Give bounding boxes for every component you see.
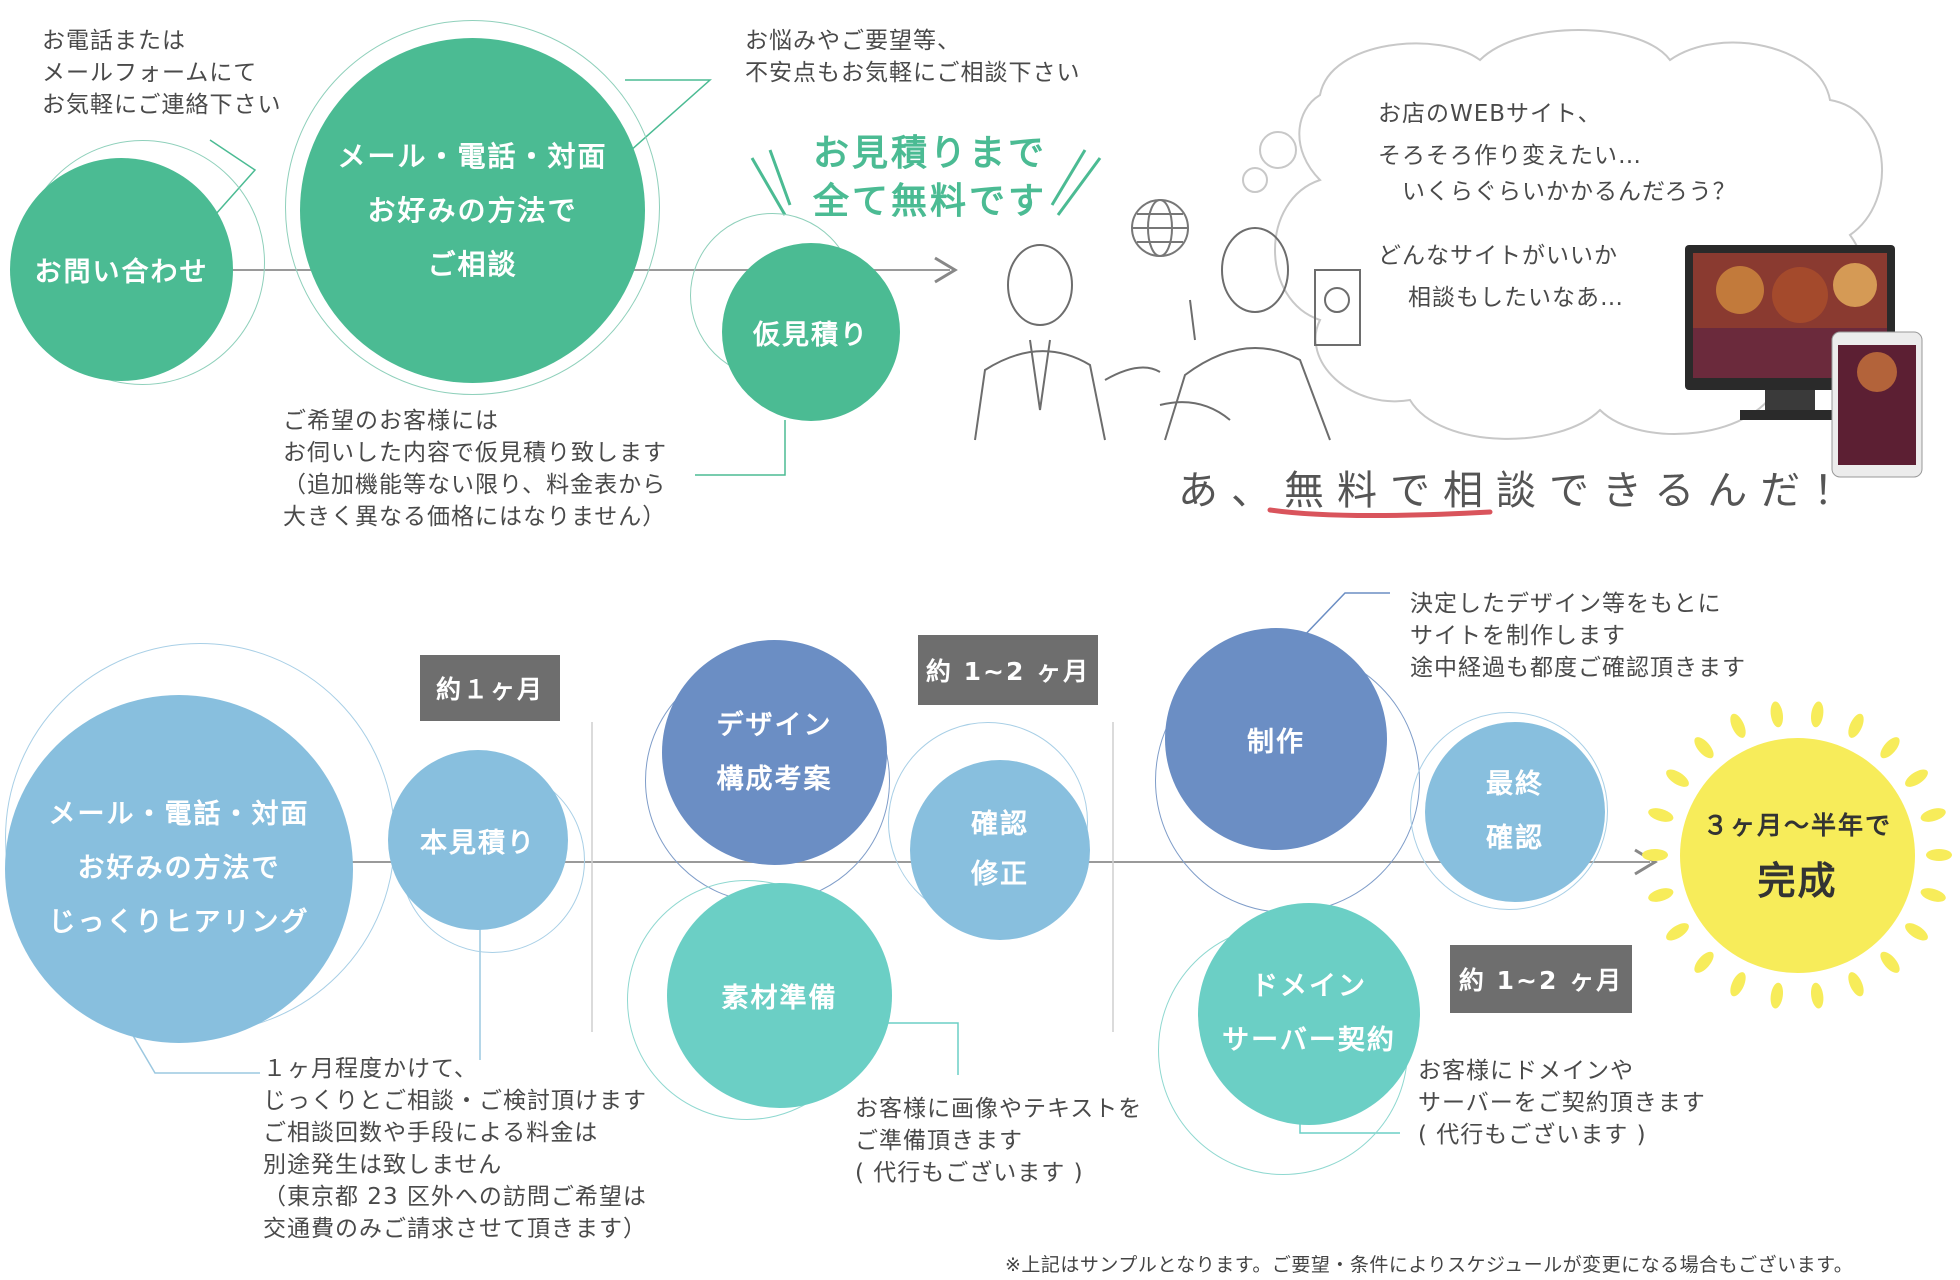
step-material: 素材準備 [667,883,892,1108]
step-hearing: メール・電話・対面 お好みの方法で じっくりヒアリング [5,695,353,1043]
contact-note: お電話または メールフォームにて お気軽にご連絡下さい [42,28,282,118]
sun-leaf [1810,982,1824,1009]
sun-leaf [1848,713,1864,738]
sun-leaf [1730,972,1746,997]
free-headline: お見積りまで 全て無料です [812,133,1047,222]
footnote: ※上記はサンプルとなります。ご要望・条件によりスケジュールが変更になる場合もござ… [1005,1254,1854,1276]
hearing-note: １ヶ月程度かけて、 じっくりとご相談・ご検討頂けます ご相談回数や手段による料金… [263,1056,647,1242]
sun-leaf [1648,808,1674,822]
complete-circle: ３ヶ月～半年で 完成 [1680,738,1915,973]
thought-text-2: いくらぐらいかかるんだろう？ [1402,179,1737,205]
period-badge-1: 約１ヶ月 [420,655,560,721]
sun-leaf [1666,769,1689,787]
sun-leaf [1848,972,1864,997]
sun-leaf [1926,849,1952,861]
material-note: お客様に画像やテキストを ご準備頂きます ( 代行もございます ) [855,1096,1143,1186]
sun-leaf [1905,769,1928,787]
complete-title: 完成 [1757,859,1838,903]
sun-leaf [1694,737,1714,759]
estimate-note: ご希望のお客様には お伺いした内容で仮見積り致します （追加機能等ない限り、料金… [283,408,667,530]
step-check: 確認 修正 [910,760,1090,940]
sun-leaf [1810,701,1824,728]
sun-leaf [1880,951,1900,973]
sun-leaf [1770,701,1784,728]
thought-text-3: どんなサイトがいいか [1378,243,1618,269]
step-build: 制作 [1165,628,1387,850]
step-final: 最終 確認 [1425,722,1605,902]
tagline: あ、無料で相談できるんだ！ [1178,468,1867,514]
sun-leaf [1642,849,1668,861]
final-ring [1410,712,1608,910]
step-domain: ドメイン サーバー契約 [1198,903,1420,1125]
build-note: 決定したデザイン等をもとに サイトを制作します 途中経過も都度ご確認頂きます [1410,591,1746,681]
sun-leaves-decoration [1642,701,1952,1009]
domain-note: お客様にドメインや サーバーをご契約頂きます ( 代行もございます ) [1418,1058,1706,1148]
period-badge-3: 約 1~2 ヶ月 [1450,945,1632,1013]
step-main-estimate: 本見積り [388,750,568,930]
sun-leaf [1880,737,1900,759]
thought-text-4: 相談もしたいなあ… [1408,285,1624,311]
concern-note: お悩みやご要望等、 不安点もお気軽にご相談下さい [745,28,1081,86]
globe-icon [1131,199,1189,257]
sun-leaf [1920,888,1946,902]
sun-leaf [1770,982,1784,1009]
sun-leaf [1730,713,1746,738]
sun-leaf [1905,923,1928,941]
thought-text-1: お店のWEBサイト、 そろそろ作り変えたい… [1378,101,1642,169]
complete-subtitle: ３ヶ月～半年で [1702,811,1892,840]
sun-leaf [1694,951,1714,973]
sun-leaf [1648,888,1674,902]
step-design: デザイン 構成考案 [662,640,887,865]
sun-leaf [1666,923,1689,941]
business-people-illustration [974,227,1361,441]
consult-ring [285,20,660,395]
step-consult: メール・電話・対面 お好みの方法で ご相談 [300,38,645,383]
step-inquiry: お問い合わせ [10,158,233,381]
website-mockup-illustration [1685,245,1923,478]
step-estimate: 仮見積り [722,243,900,421]
sun-leaf [1920,808,1946,822]
period-badge-2: 約 1~2 ヶ月 [918,635,1098,705]
